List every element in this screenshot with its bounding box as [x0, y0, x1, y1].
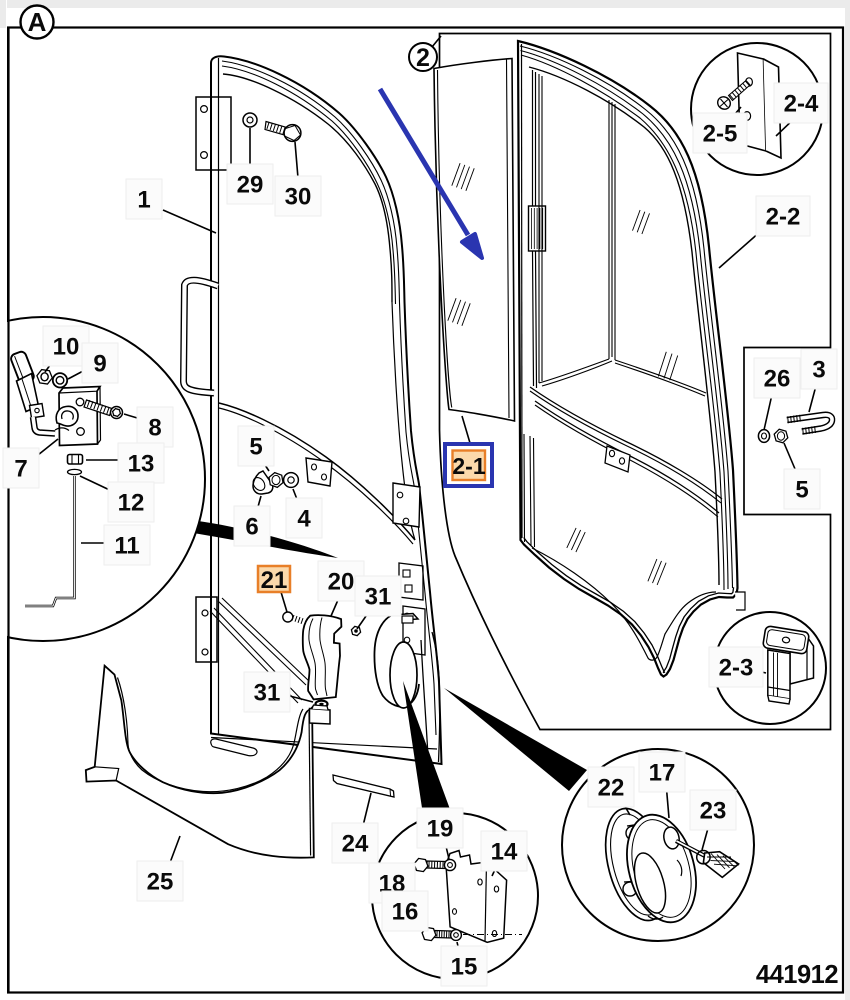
- svg-text:12: 12: [118, 490, 145, 517]
- svg-text:15: 15: [451, 954, 478, 981]
- svg-text:20: 20: [328, 569, 355, 596]
- svg-text:31: 31: [254, 680, 281, 707]
- svg-text:11: 11: [114, 533, 139, 560]
- svg-text:7: 7: [14, 456, 27, 483]
- svg-text:2-3: 2-3: [719, 655, 754, 682]
- svg-text:6: 6: [245, 514, 258, 541]
- svg-text:2-5: 2-5: [703, 121, 738, 148]
- svg-text:9: 9: [93, 351, 106, 378]
- svg-text:29: 29: [237, 172, 264, 199]
- svg-text:2: 2: [416, 44, 430, 72]
- svg-text:26: 26: [764, 366, 791, 393]
- svg-text:5: 5: [795, 477, 808, 504]
- svg-text:23: 23: [700, 798, 727, 825]
- svg-text:4: 4: [297, 506, 311, 533]
- svg-text:19: 19: [427, 816, 454, 843]
- svg-text:17: 17: [649, 760, 676, 787]
- svg-text:25: 25: [147, 869, 174, 896]
- svg-text:2-1: 2-1: [452, 453, 485, 479]
- svg-text:10: 10: [53, 334, 80, 361]
- svg-text:30: 30: [285, 184, 312, 211]
- svg-text:22: 22: [598, 775, 625, 802]
- svg-text:5: 5: [249, 434, 262, 461]
- svg-text:14: 14: [491, 839, 518, 866]
- svg-text:13: 13: [128, 451, 155, 478]
- svg-text:2-4: 2-4: [784, 91, 819, 118]
- svg-text:16: 16: [392, 899, 419, 926]
- svg-text:8: 8: [148, 415, 161, 442]
- svg-text:3: 3: [812, 357, 825, 384]
- svg-text:21: 21: [261, 567, 288, 594]
- svg-text:31: 31: [365, 584, 392, 611]
- svg-text:1: 1: [137, 187, 150, 214]
- svg-text:2-2: 2-2: [766, 204, 801, 231]
- svg-text:24: 24: [342, 831, 369, 858]
- svg-text:A: A: [28, 7, 47, 37]
- svg-text:441912: 441912: [756, 961, 838, 989]
